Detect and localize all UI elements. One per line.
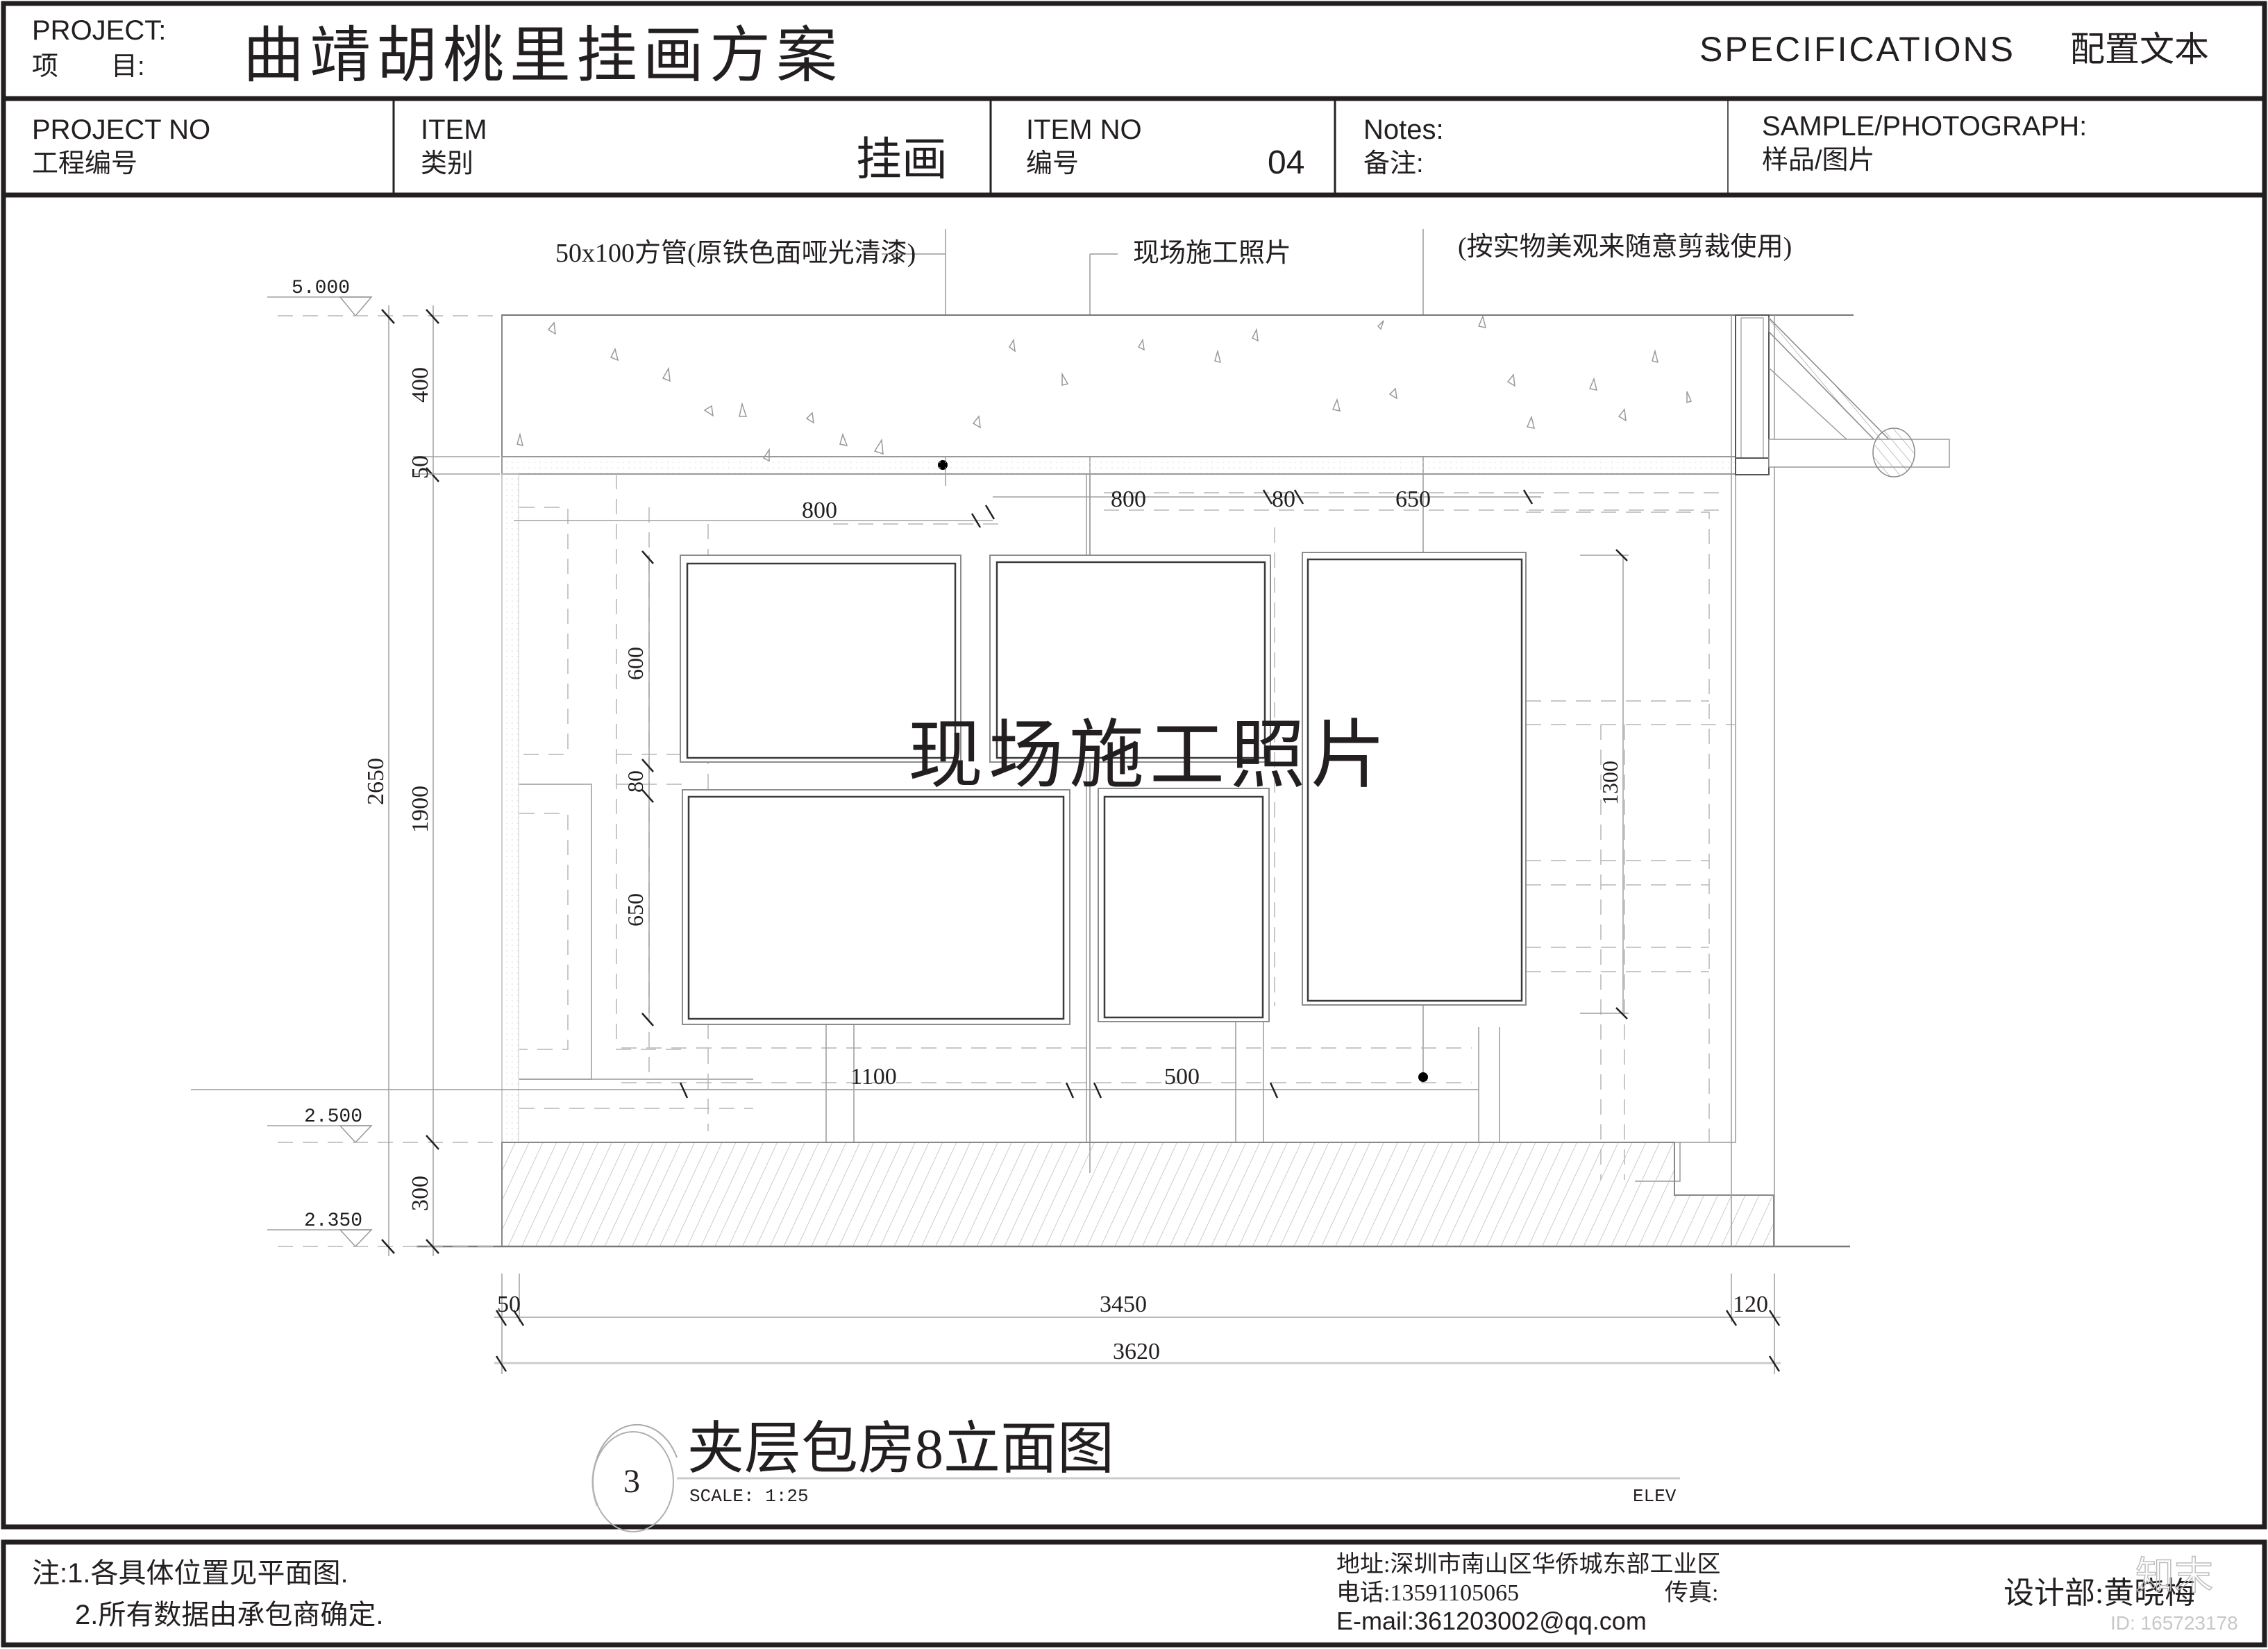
dim-bottom-mid: 500 [1164, 1064, 1200, 1090]
dim-top-mid: 800 [1111, 487, 1146, 512]
dim-frame-gap: 80 [623, 770, 648, 793]
item-label: ITEM [421, 115, 487, 145]
dim-bottom-left: 1100 [850, 1064, 897, 1090]
picture-frame-1 [680, 555, 961, 763]
drawing-title-block: 3 夹层包房8立面图 SCALE: 1:25 ELEV [591, 1417, 1680, 1532]
dim-beam-band: 50 [408, 455, 433, 479]
drawing-type: ELEV [1633, 1486, 1677, 1507]
drawing-scale: SCALE: 1:25 [689, 1486, 809, 1507]
notes-label: Notes: [1363, 115, 1444, 145]
dim-overall-right: 120 [1733, 1292, 1768, 1317]
drawing-number: 3 [623, 1463, 640, 1500]
picture-frame-4 [682, 789, 1070, 1025]
header-fields: PROJECT NO 工程编号 ITEM 类别 挂画 ITEM NO 编号 04… [32, 111, 2087, 185]
footer-address: 地址:深圳市南山区华侨城东部工业区 [1336, 1551, 1720, 1578]
notes-label-cn: 备注: [1363, 149, 1424, 178]
watermark-id: ID: 165723178 [2110, 1612, 2238, 1634]
footer-note-1: 注:1.各具体位置见平面图. [32, 1558, 348, 1589]
level-bottom-label: 2.350 [304, 1210, 362, 1232]
dim-wall-height: 1900 [408, 786, 433, 833]
project-no-label: PROJECT NO [32, 115, 210, 145]
item-value: 挂画 [856, 135, 948, 185]
center-photo-label: 现场施工照片 [908, 715, 1391, 797]
ceiling-slab [501, 314, 1736, 457]
project-title: 曲靖胡桃里挂画方案 [243, 23, 843, 90]
dim-beam-top: 400 [408, 367, 433, 403]
dim-top-right: 650 [1395, 487, 1431, 512]
dim-frame-bottom: 650 [623, 893, 648, 927]
dim-top-gap: 80 [1272, 487, 1295, 512]
elevation-drawing: 现场施工照片 50x100方管(原铁色面哑光清漆) 现场施工照片 (按实物美观来… [191, 229, 1950, 1532]
picture-frame-5 [1098, 788, 1270, 1022]
level-mid-label: 2.500 [304, 1106, 362, 1128]
level-marker-mid: 2.500 [267, 1106, 500, 1144]
callout-crop: (按实物美观来随意剪裁使用) [1458, 232, 1792, 262]
level-top-label: 5.000 [292, 278, 350, 299]
bracket-detail [1731, 314, 1950, 1246]
footer: 注:1.各具体位置见平面图. 2.所有数据由承包商确定. 地址:深圳市南山区华侨… [32, 1551, 2238, 1635]
dim-floor: 300 [408, 1176, 433, 1211]
dim-overall-left: 50 [497, 1292, 521, 1317]
dim-overall-mid: 3450 [1100, 1292, 1147, 1317]
footer-designer: 设计部:黄晓梅 [2004, 1576, 2195, 1610]
footer-email: E-mail:361203002@qq.com [1336, 1607, 1647, 1635]
item-label-cn: 类别 [421, 149, 473, 178]
picture-frame-2 [989, 555, 1271, 763]
floor-slab [501, 1142, 1774, 1247]
sample-label-cn: 样品/图片 [1762, 146, 1875, 175]
footer-fax: 传真: [1665, 1580, 1718, 1606]
footer-phone: 电话:13591105065 [1336, 1580, 1519, 1606]
callout-photo: 现场施工照片 [1133, 239, 1291, 268]
watermark-logo: 知末 [2135, 1554, 2213, 1598]
specifications-cn: 配置文本 [2070, 30, 2209, 69]
vertical-dimensions: 2650 400 50 1900 300 600 80 650 1300 [363, 305, 1629, 1256]
item-no-label: ITEM NO [1026, 115, 1142, 145]
dim-frame-right: 1300 [1597, 761, 1622, 805]
item-no-value: 04 [1268, 144, 1304, 181]
overall-dimensions: 50 3450 120 3620 [494, 1274, 1781, 1374]
sample-label: SAMPLE/PHOTOGRAPH: [1762, 111, 2087, 142]
anchor-dot [1418, 1072, 1428, 1082]
beam-strip [501, 456, 1736, 475]
level-marker-top: 5.000 [267, 278, 500, 317]
dim-top-left: 800 [802, 498, 837, 523]
project-label-cn: 项 目: [32, 52, 145, 81]
footer-note-2: 2.所有数据由承包商确定. [75, 1600, 383, 1630]
picture-frame-3 [1302, 552, 1527, 1006]
specifications-en: SPECIFICATIONS [1699, 30, 2015, 69]
dim-frame-top: 600 [623, 647, 648, 680]
project-label-en: PROJECT: [32, 15, 166, 46]
project-no-label-cn: 工程编号 [32, 149, 137, 178]
callout-tube: 50x100方管(原铁色面哑光清漆) [555, 239, 916, 268]
dim-outer-total: 2650 [363, 758, 389, 805]
drawing-title: 夹层包房8立面图 [687, 1417, 1114, 1480]
horizontal-dimensions: 800 800 80 650 1100 500 [514, 487, 1541, 1099]
dim-overall-total: 3620 [1113, 1339, 1160, 1364]
item-no-label-cn: 编号 [1026, 149, 1079, 178]
header-project: PROJECT: 项 目: 曲靖胡桃里挂画方案 SPECIFICATIONS 配… [32, 15, 2209, 90]
